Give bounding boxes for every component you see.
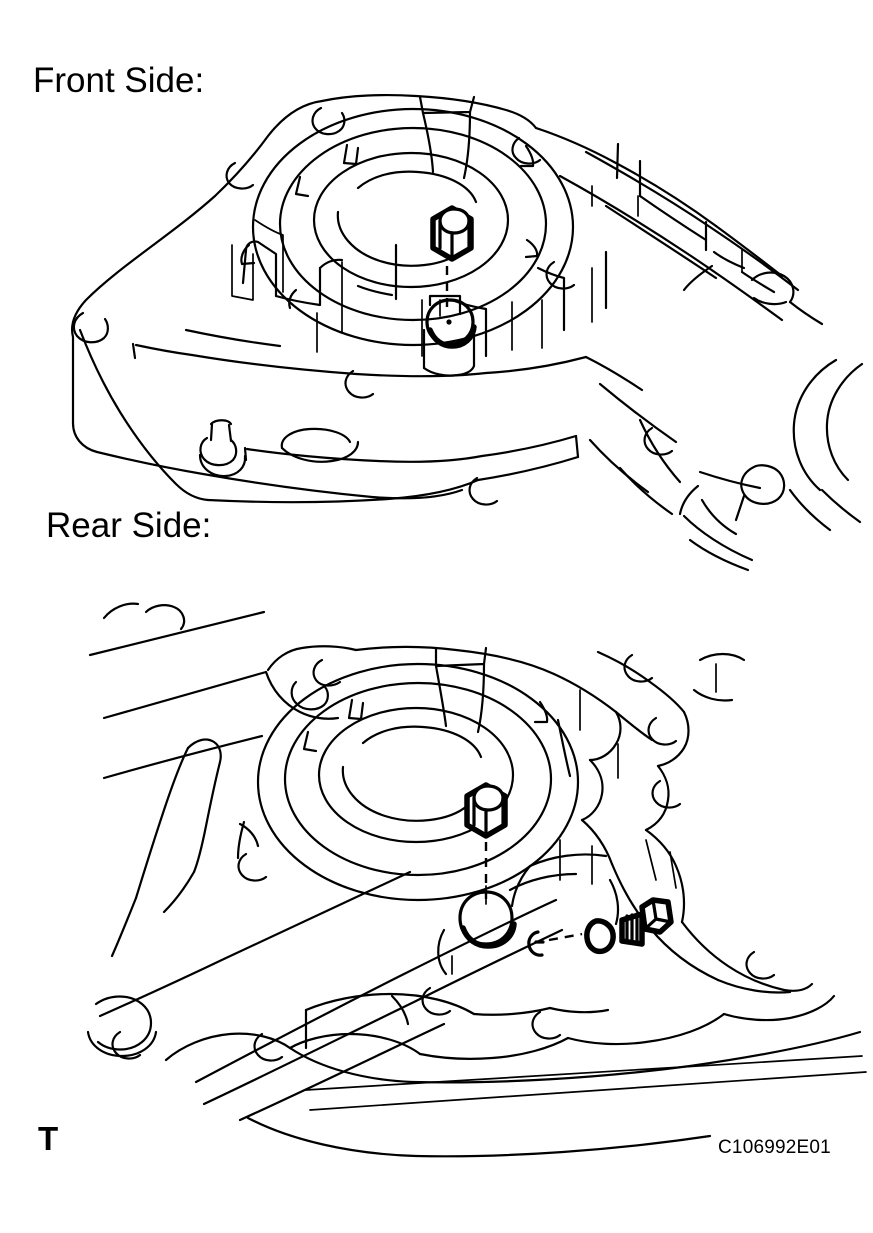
hex-head-bolt — [622, 900, 671, 944]
rear-side-label: Rear Side: — [46, 506, 212, 545]
rear-mounting-boss — [438, 886, 514, 974]
front-view-group — [72, 95, 862, 570]
sealing-washer — [587, 921, 613, 951]
page-marker: T — [38, 1120, 59, 1157]
figure-code: C106992E01 — [718, 1137, 831, 1158]
rear-bolt-assembly — [529, 900, 671, 955]
front-side-label: Front Side: — [33, 61, 205, 100]
front-hex-nut — [433, 208, 471, 259]
rear-hex-nut — [467, 785, 505, 836]
rear-bolt-assembly-line — [549, 934, 582, 940]
front-mounting-boss — [424, 296, 474, 376]
rear-view-group — [88, 604, 866, 1157]
